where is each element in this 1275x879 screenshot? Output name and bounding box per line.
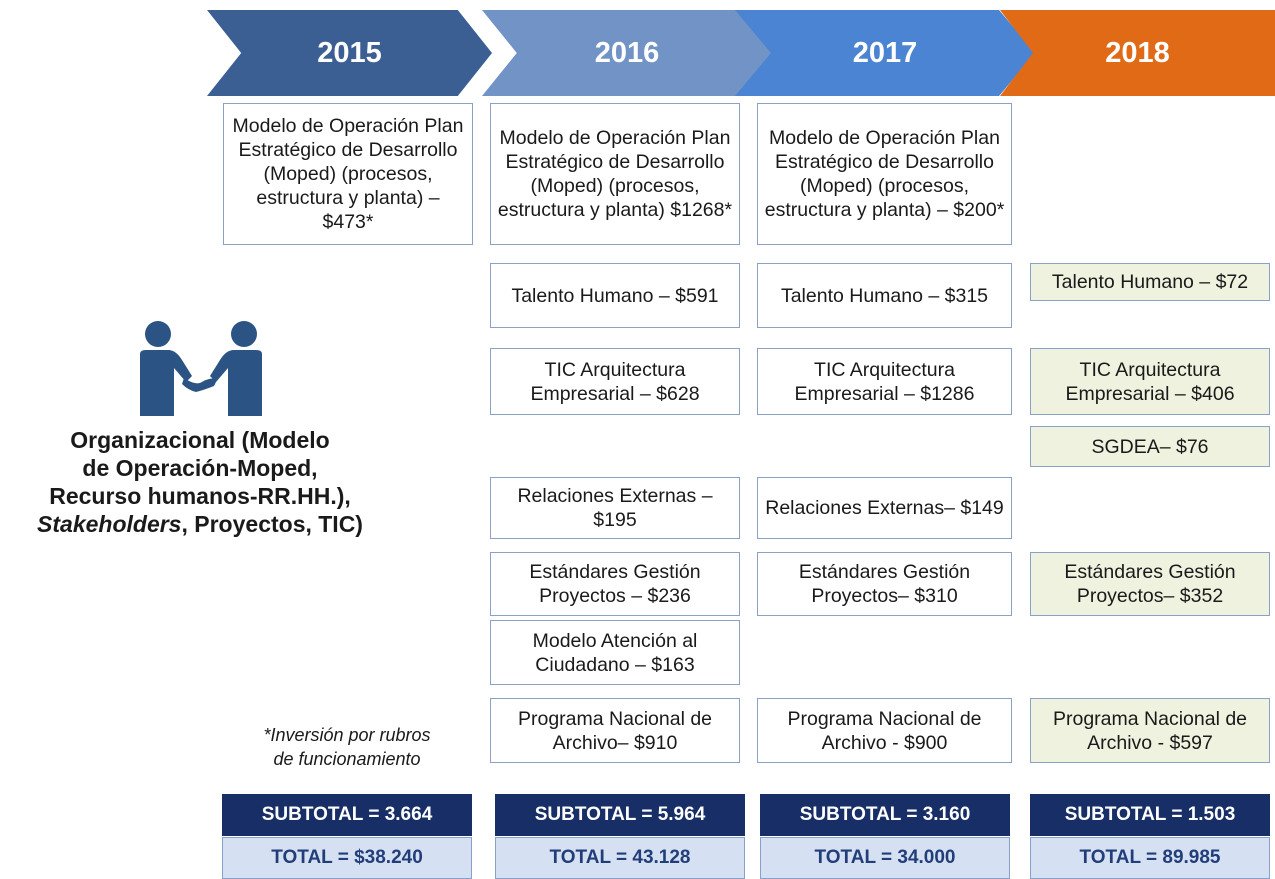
investment-note-line1: *Inversión por rubros <box>263 725 431 745</box>
subtotal-2015: SUBTOTAL = 3.664 <box>222 794 472 836</box>
subtotal-2017: SUBTOTAL = 3.160 <box>760 794 1010 836</box>
year-label-2015: 2015 <box>317 36 382 69</box>
tic-box-2016: TIC Arquitectura Empresarial – $628 <box>490 348 740 415</box>
moped-box-2016: Modelo de Operación Plan Estratégico de … <box>490 103 740 245</box>
category-title-line1: Organizacional (Modelo <box>70 427 330 453</box>
talento-box-2018: Talento Humano – $72 <box>1030 263 1270 301</box>
total-2018: TOTAL = 89.985 <box>1030 837 1270 879</box>
archivo-box-2016: Programa Nacional de Archivo– $910 <box>490 698 740 763</box>
total-2017: TOTAL = 34.000 <box>760 837 1010 879</box>
year-label-2016: 2016 <box>594 36 660 69</box>
handshake-people-icon <box>140 321 262 416</box>
subtotal-2016: SUBTOTAL = 5.964 <box>495 794 745 836</box>
archivo-box-2017: Programa Nacional de Archivo - $900 <box>757 698 1012 763</box>
subtotal-2018: SUBTOTAL = 1.503 <box>1030 794 1270 836</box>
talento-box-2016: Talento Humano – $591 <box>490 263 740 328</box>
year-chevron-2015: 2015 <box>207 10 492 96</box>
relaciones-box-2017: Relaciones Externas– $149 <box>757 477 1012 539</box>
total-2016: TOTAL = 43.128 <box>495 837 745 879</box>
moped-box-2015: Modelo de Operación Plan Estratégico de … <box>223 103 473 245</box>
estandares-box-2017: Estándares Gestión Proyectos– $310 <box>757 552 1012 616</box>
year-chevron-2017: 2017 <box>735 10 1035 96</box>
category-title-line4: Stakeholders, Proyectos, TIC) <box>0 510 400 538</box>
year-chevron-2018: 2018 <box>1000 10 1275 96</box>
stakeholders-label: Stakeholders <box>37 511 182 537</box>
estandares-box-2018: Estándares Gestión Proyectos– $352 <box>1030 552 1270 616</box>
investment-note-line2: de funcionamiento <box>273 749 421 769</box>
category-title-line4-rest: , Proyectos, TIC) <box>181 511 363 537</box>
tic-box-2017: TIC Arquitectura Empresarial – $1286 <box>757 348 1012 415</box>
category-title: Organizacional (Modelo de Operación-Mope… <box>0 426 400 538</box>
total-2015: TOTAL = $38.240 <box>222 837 472 879</box>
year-chevron-2016: 2016 <box>482 10 772 96</box>
sgdea-box-2018: SGDEA– $76 <box>1030 426 1270 467</box>
estandares-box-2016: Estándares Gestión Proyectos – $236 <box>490 552 740 616</box>
talento-box-2017: Talento Humano – $315 <box>757 263 1012 328</box>
year-label-2018: 2018 <box>1105 36 1170 69</box>
category-title-line3: Recurso humanos-RR.HH.), <box>49 483 351 509</box>
archivo-box-2018: Programa Nacional de Archivo - $597 <box>1030 698 1270 763</box>
tic-box-2018: TIC Arquitectura Empresarial – $406 <box>1030 348 1270 415</box>
year-label-2017: 2017 <box>852 36 918 69</box>
category-title-line2: de Operación-Moped, <box>82 455 318 481</box>
moped-box-2017: Modelo de Operación Plan Estratégico de … <box>757 103 1012 245</box>
investment-note: *Inversión por rubros de funcionamiento <box>222 723 472 771</box>
relaciones-box-2016: Relaciones Externas – $195 <box>490 477 740 539</box>
atencion-box-2016: Modelo Atención al Ciudadano – $163 <box>490 620 740 685</box>
